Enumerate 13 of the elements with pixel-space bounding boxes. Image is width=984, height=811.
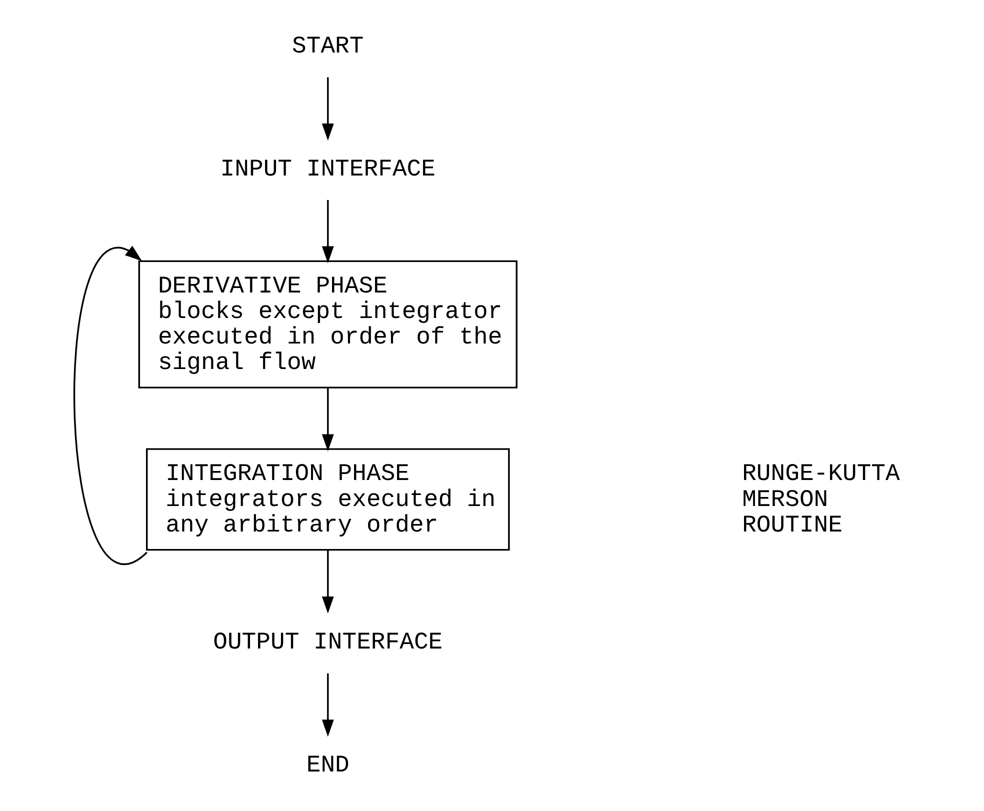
node-text: START: [292, 33, 364, 60]
node-text: END: [306, 752, 349, 780]
node-text: INPUT INTERFACE: [220, 156, 435, 184]
arrow: [321, 673, 334, 737]
arrow: [321, 388, 334, 452]
arrow: [321, 200, 334, 264]
node-box: INTEGRATION PHASE integrators executed in any arbitrary order: [146, 448, 510, 551]
arrow: [321, 77, 334, 141]
arrow: [321, 550, 334, 614]
node-box: DERIVATIVE PHASE blocks except integrator executed in order of the signal flow: [138, 260, 517, 388]
label: RUNGE-KUTTA MERSON ROUTINE: [742, 461, 900, 540]
node-text: OUTPUT INTERFACE: [212, 629, 442, 656]
arrow: [73, 246, 147, 565]
